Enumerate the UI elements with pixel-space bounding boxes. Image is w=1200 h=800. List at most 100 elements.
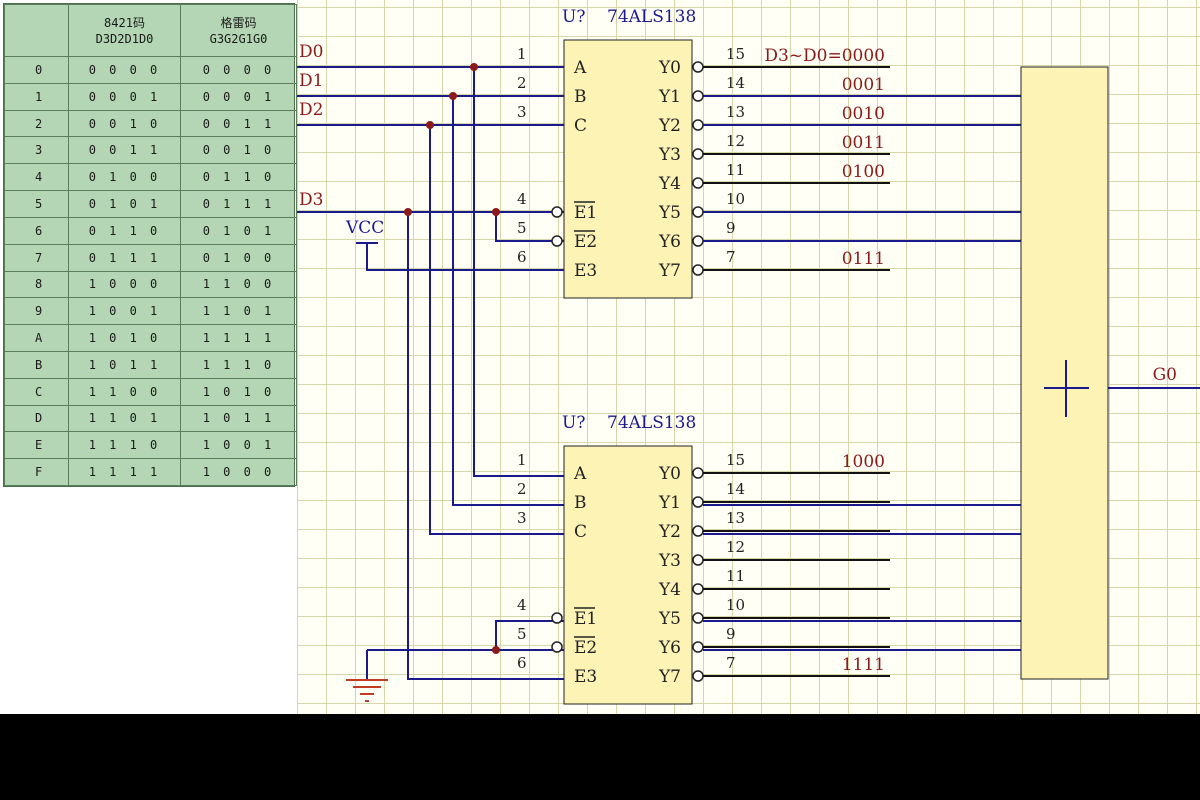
bcd-code-cell: 1 1 1 0 — [68, 431, 181, 460]
gray-code-cell: 0 1 0 0 — [180, 243, 297, 272]
output-label-g0: G0 — [1153, 365, 1177, 385]
output-net-label: 1000 — [842, 452, 885, 472]
output-pin-name: Y7 — [658, 667, 681, 687]
chip-part-label: 74ALS138 — [607, 7, 696, 27]
input-label-d1: D1 — [299, 71, 323, 91]
input-pin-number: 6 — [517, 248, 527, 266]
output-bubble — [692, 90, 704, 102]
output-pin-name: Y7 — [658, 261, 681, 281]
output-pin-name: Y4 — [658, 580, 681, 600]
gray-code-cell: 0 0 1 0 — [180, 136, 297, 165]
output-bubble — [692, 583, 704, 595]
input-pin-number: 1 — [517, 45, 527, 63]
output-bubble — [692, 61, 704, 73]
row-index-cell: D — [4, 404, 69, 433]
gray-code-cell: 1 0 1 1 — [180, 404, 297, 433]
gray-code-cell: 1 0 0 1 — [180, 431, 297, 460]
row-index-cell: 5 — [4, 190, 69, 218]
input-pin-number: 2 — [517, 480, 527, 498]
row-index-cell: 2 — [4, 109, 69, 138]
output-pin-name: Y5 — [658, 609, 681, 629]
output-bubble — [692, 206, 704, 218]
gray-code-cell: 0 0 0 0 — [180, 56, 297, 84]
or-symbol-plus-icon — [1044, 360, 1089, 417]
wire-d1-u2b — [452, 96, 565, 506]
bcd-code-cell: 1 0 1 0 — [68, 324, 181, 352]
output-bubble — [692, 467, 704, 479]
output-pin-number: 10 — [726, 596, 745, 614]
bcd-code-cell: 0 0 0 0 — [68, 56, 181, 84]
row-index-cell: F — [4, 458, 69, 486]
input-pin-number: 1 — [517, 451, 527, 469]
row-index-cell: 9 — [4, 297, 69, 326]
input-pin-name: E3 — [574, 261, 597, 281]
output-pin-name: Y3 — [658, 551, 681, 571]
output-bubble — [692, 670, 704, 682]
input-pin-number: 4 — [517, 596, 527, 614]
output-net-label: 0100 — [842, 162, 885, 182]
input-pin-name: E2 — [574, 638, 597, 658]
row-index-cell: C — [4, 377, 69, 406]
output-bubble — [692, 554, 704, 566]
index-header — [4, 4, 69, 57]
input-pin-number: 4 — [517, 190, 527, 208]
bcd-code-cell: 0 1 1 0 — [68, 216, 181, 245]
bcd-code-cell: 1 0 0 1 — [68, 297, 181, 326]
row-index-cell: 0 — [4, 56, 69, 84]
table-header-row: 8421码 D3D2D1D0 格雷码 G3G2G1G0 — [4, 4, 297, 57]
wire-d0-u2a — [473, 67, 565, 477]
output-pin-name: Y6 — [658, 232, 681, 252]
decoder-chip-body — [563, 445, 693, 705]
input-pin-name: C — [574, 522, 587, 542]
row-index-cell: 8 — [4, 270, 69, 299]
output-pin-number: 12 — [726, 132, 745, 150]
gnd-wire-u2e1 — [495, 620, 565, 650]
junction-dot — [492, 646, 500, 654]
output-bubble — [692, 235, 704, 247]
output-bubble — [692, 119, 704, 131]
junction-dot — [470, 63, 478, 71]
row-index-cell: E — [4, 431, 69, 460]
bcd-code-cell: 0 0 1 1 — [68, 136, 181, 165]
gray-code-cell: 1 0 0 0 — [180, 458, 297, 486]
row-index-cell: 3 — [4, 136, 69, 165]
output-pin-name: Y4 — [658, 174, 681, 194]
output-pin-number: 13 — [726, 509, 745, 527]
input-pin-name: E3 — [574, 667, 597, 687]
input-pin-name: E1 — [574, 203, 597, 223]
output-pin-number: 15 — [726, 45, 745, 63]
bcd-code-cell: 0 1 0 0 — [68, 163, 181, 192]
input-pin-name: A — [573, 58, 587, 78]
chip-ref-label: U? — [562, 7, 585, 27]
output-net-label: 0010 — [842, 104, 885, 124]
output-net-label: 1111 — [842, 655, 885, 675]
gray-code-cell: 0 0 1 1 — [180, 109, 297, 138]
output-pin-name: Y2 — [658, 522, 681, 542]
output-pin-name: Y2 — [658, 116, 681, 136]
bcd-header: 8421码 D3D2D1D0 — [68, 4, 181, 57]
input-pin-name: E2 — [574, 232, 597, 252]
output-bubble — [692, 148, 704, 160]
bcd-header-title: 8421码 — [104, 15, 145, 30]
output-pin-number: 12 — [726, 538, 745, 556]
row-index-cell: 4 — [4, 163, 69, 192]
input-pin-number: 5 — [517, 625, 527, 643]
bcd-code-cell: 1 1 0 1 — [68, 404, 181, 433]
input-pin-number: 6 — [517, 654, 527, 672]
output-pin-name: Y5 — [658, 203, 681, 223]
gray-code-cell: 1 1 0 1 — [180, 297, 297, 326]
vcc-wire-u1e3 — [366, 243, 565, 271]
input-label-d2: D2 — [299, 100, 323, 120]
output-bubble — [692, 264, 704, 276]
input-pin-number: 5 — [517, 219, 527, 237]
